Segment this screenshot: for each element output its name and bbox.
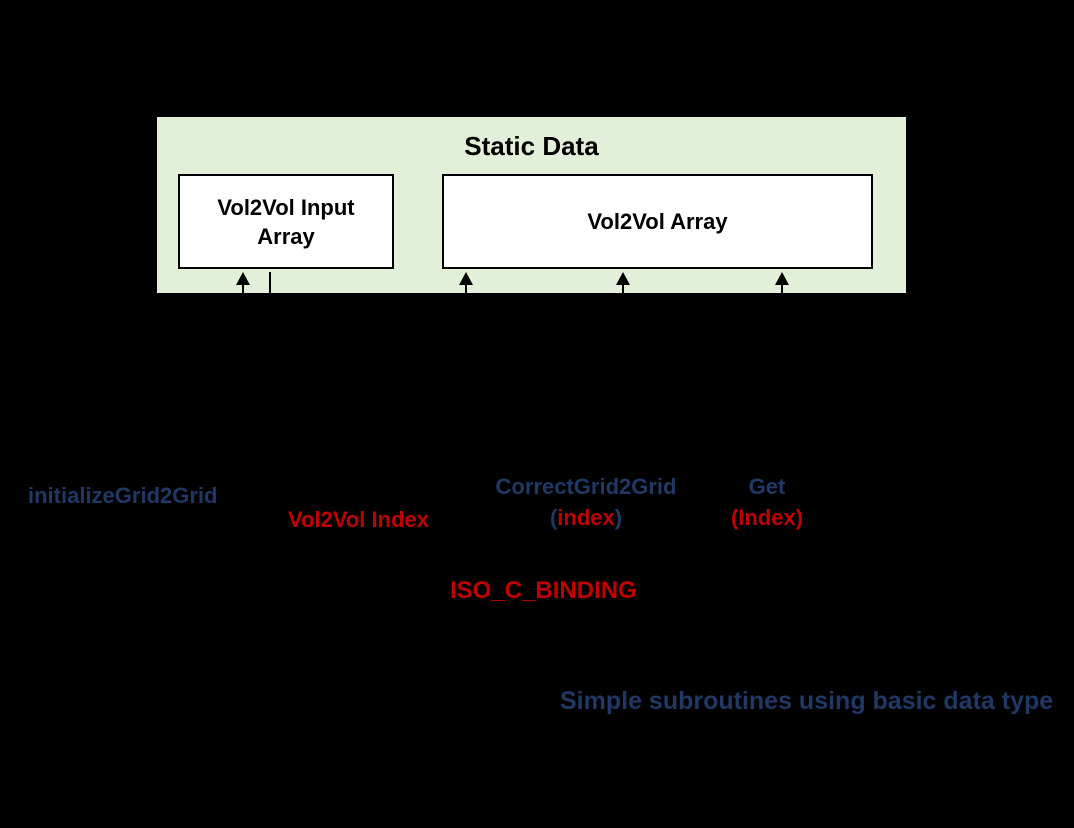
label-correct-grid2grid-name: CorrectGrid2Grid [495,474,677,499]
label-correct-paren-open: ( [549,505,558,530]
static-data-panel: Static Data Vol2Vol Input Array Vol2Vol … [157,117,906,293]
label-correct-paren-close: ) [614,505,623,530]
panel-title: Static Data [464,131,599,161]
label-correct-arg-index: index [557,505,615,530]
vertical-line [269,272,271,293]
label-correct-grid2grid: CorrectGrid2Grid (index) [496,471,677,533]
up-arrow-2 [459,272,473,293]
up-arrow-1 [236,272,250,293]
vol2vol-array-box: Vol2Vol Array [442,174,873,269]
label-vol2vol-index: Vol2Vol Index [288,507,429,532]
label-iso-c-binding: ISO_C_BINDING [450,577,637,604]
label-simple-subroutines-note: Simple subroutines using basic data type [560,687,1054,715]
vol2vol-input-array-box: Vol2Vol Input Array [178,174,394,269]
vol2vol-array-label: Vol2Vol Array [587,209,728,234]
label-get-args: (Index) [730,505,804,530]
label-get-name: Get [748,474,786,499]
label-get: Get (Index) [731,471,803,533]
label-initialize-grid2grid: initializeGrid2Grid [28,483,218,508]
vol2vol-input-array-label: Vol2Vol Input Array [217,194,355,249]
up-arrow-4 [775,272,789,293]
up-arrow-3 [616,272,630,293]
